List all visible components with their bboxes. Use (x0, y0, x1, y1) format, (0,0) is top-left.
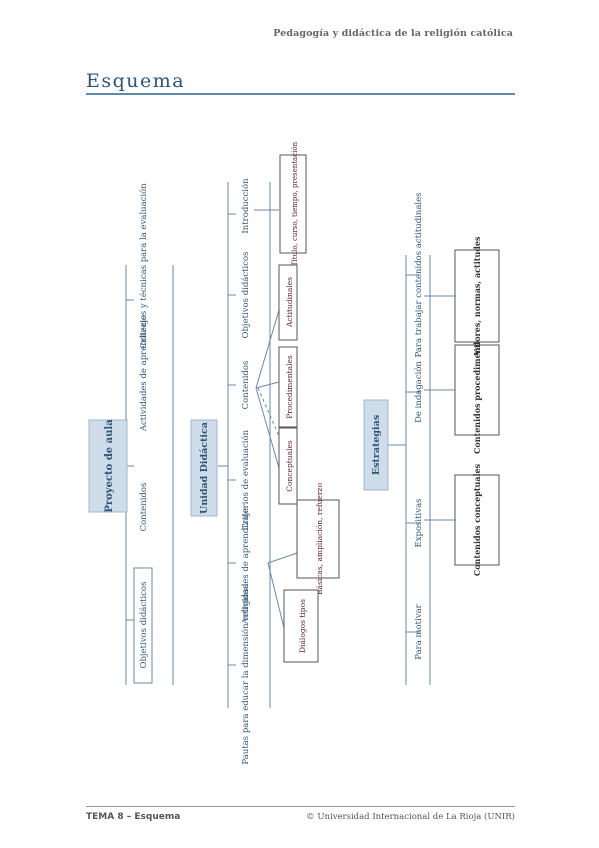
estrategias-node (363, 399, 389, 491)
contenidos-conceptuales-label: Contenidos conceptuales (472, 463, 482, 576)
heading-divider (86, 93, 515, 95)
unidad-pautas-label: Pautas para educar la dimensión religios… (240, 583, 251, 764)
dialogos-tipos-box (283, 589, 319, 663)
actitudinales-box (278, 264, 298, 341)
footer-chapter: TEMA 8 – Esquema (86, 812, 181, 822)
unidad-introduccion-label: Introducción (240, 178, 251, 234)
footer-divider (86, 806, 515, 807)
proyecto-de-aula-node (88, 419, 128, 513)
procedimentales-label: Procedimentales (285, 355, 294, 419)
valores-box (454, 249, 500, 343)
dialogos-tipos-label: Diálogos tipos (298, 599, 307, 653)
unidad-criterios-label: Criterios de evaluación (240, 429, 251, 530)
proyecto-objetivos-node (133, 567, 153, 684)
proyecto-contenidos-label: Contenidos (139, 483, 149, 532)
unidad-objetivos-label: Objetivos didácticos (240, 252, 251, 339)
dashed-connectors (257, 387, 280, 437)
intro-note-box (279, 154, 307, 254)
diagram-connectors (125, 182, 455, 708)
contenidos-procedimentales-label: Contenidos procedimentales (472, 326, 482, 454)
estrategias-indagacion-label: De indagación (413, 361, 424, 423)
actividades-tipos-box (296, 499, 340, 579)
proyecto-objetivos-label: Objetivos didácticos (138, 582, 149, 669)
conceptuales-label: Conceptuales (285, 440, 294, 492)
proyecto-de-aula-label: Proyecto de aula (104, 419, 115, 513)
estrategias-motivar-label: Para motivar (414, 603, 424, 659)
proyecto-criterios-label: Criterios y técnicas para la evaluación (138, 183, 149, 349)
intro-note-label: Título, curso, tiempo, presentación (291, 141, 299, 266)
procedimentales-box (278, 346, 298, 428)
unidad-contenidos-label: Contenidos (241, 361, 251, 410)
document-header-title: Pedagogía y didáctica de la religión cat… (273, 28, 513, 39)
unidad-didactica-label: Unidad Didáctica (199, 422, 210, 514)
estrategias-label: Estrategias (371, 415, 382, 475)
valores-label: Valores, normas, actitudes (472, 236, 482, 356)
unidad-actividades-label: Actividades de aprendizaje (241, 508, 251, 625)
estrategias-expositivas-label: Expositivas (414, 498, 424, 547)
actividades-tipos-label: Básicas, ampliación, refuerzo (315, 483, 324, 595)
contenidos-procedimentales-box (454, 344, 500, 436)
contenidos-conceptuales-box (454, 474, 500, 566)
conceptuales-box (278, 427, 298, 505)
unidad-didactica-node (190, 419, 218, 517)
actitudinales-label: Actitudinales (285, 277, 294, 328)
estrategias-actitudinales-label: Para trabajar contenidos actitudinales (414, 192, 424, 357)
proyecto-actividades-label: Actividades de aprendizaje (139, 315, 149, 432)
footer-copyright: © Universidad Internacional de La Rioja … (306, 812, 515, 822)
section-heading: Esquema (86, 70, 186, 92)
